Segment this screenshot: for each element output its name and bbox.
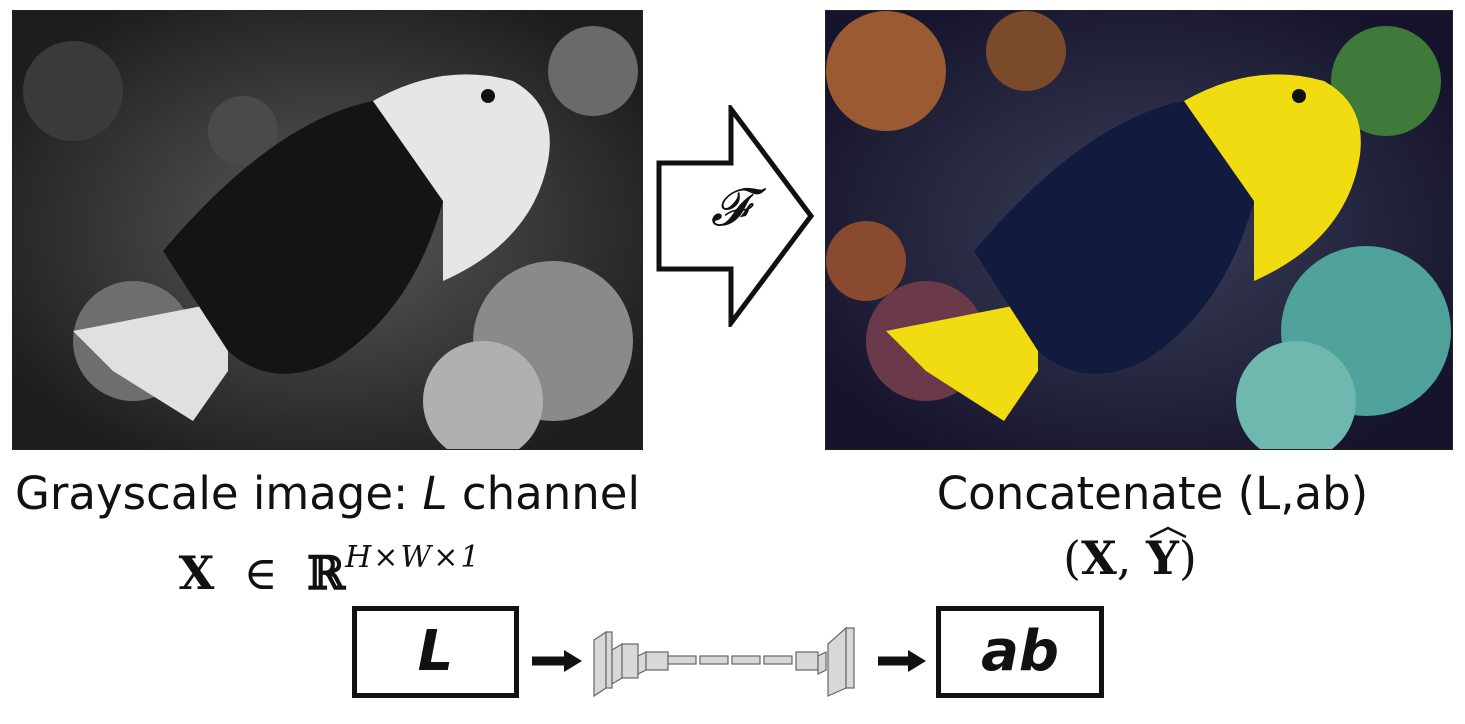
l-channel-box: L xyxy=(352,606,519,698)
transform-arrow xyxy=(655,101,817,331)
output-pair-formula: (X, Y) xyxy=(1000,526,1260,586)
concatenate-caption: Concatenate (L,ab) xyxy=(936,467,1369,520)
network-diagram xyxy=(528,620,930,702)
grayscale-caption: Grayscale image: L channel xyxy=(15,467,640,520)
mapping-function-symbol: 𝓕 xyxy=(710,178,750,238)
grayscale-fish-image xyxy=(12,10,643,450)
ab-channel-box: ab xyxy=(936,606,1104,698)
colorized-fish-image xyxy=(825,10,1453,450)
input-space-formula: X ∈ ℝH×W×1 xyxy=(178,540,482,600)
